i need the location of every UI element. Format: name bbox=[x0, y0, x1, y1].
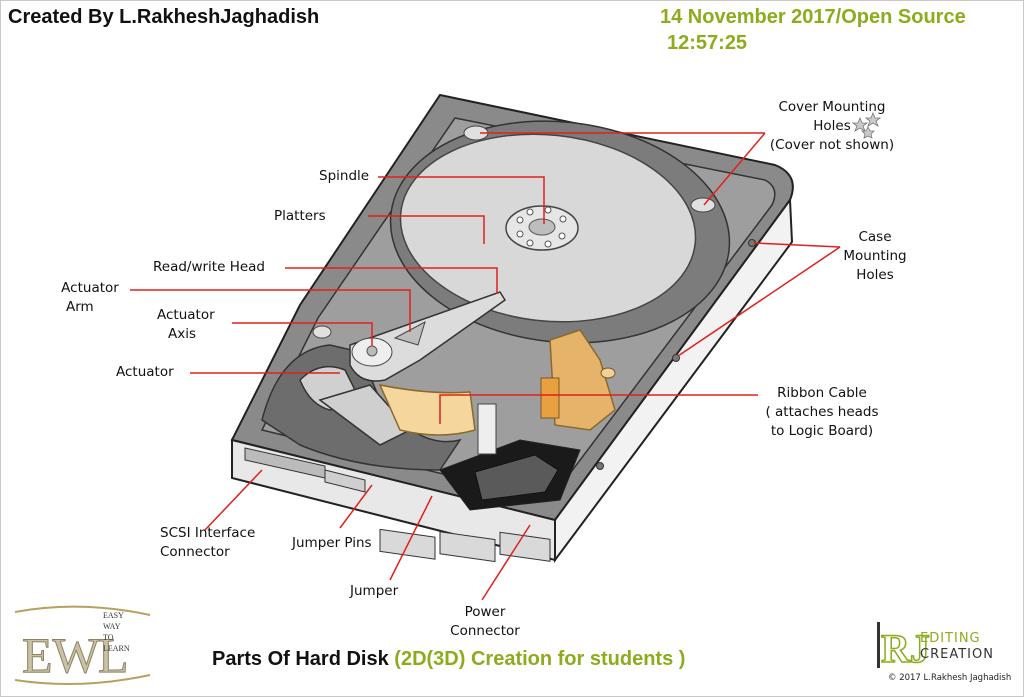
logic-board-chip bbox=[474, 454, 559, 501]
right-logo-line-2: CREATION bbox=[920, 647, 994, 662]
spindle-screws bbox=[516, 206, 567, 248]
label-actuator-axis: Actuator Axis bbox=[157, 306, 215, 344]
label-cover-mounting-holes-line-1: Cover Mounting bbox=[778, 99, 886, 115]
time-header: 12:57:25 bbox=[667, 32, 748, 54]
label-case-mounting-holes: Case Mounting Holes bbox=[840, 228, 910, 285]
label-actuator-arm: Actuator Arm bbox=[54, 279, 126, 317]
label-ribbon-cable-line-3: to Logic Board) bbox=[770, 423, 874, 439]
actuator-pivot-center bbox=[366, 345, 378, 357]
star-icons bbox=[851, 111, 882, 139]
cover-mount-hole-3 bbox=[312, 325, 332, 339]
copyright-text: © 2017 L.Rakhesh Jaghadish bbox=[888, 673, 1012, 683]
label-actuator-axis-line-2: Axis bbox=[168, 326, 197, 342]
date-source-header: 14 November 2017/Open Source bbox=[660, 6, 966, 28]
created-by-header: Created By L.RakheshJaghadish bbox=[8, 6, 320, 28]
jumper-pins-slot bbox=[324, 469, 366, 493]
label-cover-mounting-holes-line-3: (Cover not shown) bbox=[769, 137, 895, 153]
footer-title: Parts Of Hard Disk (2D(3D) Creation for … bbox=[212, 648, 685, 671]
left-logo-line-4: LEARN bbox=[103, 644, 130, 653]
label-power-connector: Power Connector bbox=[440, 603, 530, 641]
svg-text:L: L bbox=[98, 627, 129, 683]
left-logo-icon: EW L bbox=[14, 605, 151, 685]
left-logo-line-3: TO bbox=[103, 633, 114, 642]
left-logo-line-2: WAY bbox=[103, 622, 121, 631]
label-scsi-interface-line-2: Connector bbox=[160, 544, 230, 560]
label-scsi-interface: SCSI Interface Connector bbox=[160, 524, 255, 562]
label-jumper-pins: Jumper Pins bbox=[292, 535, 372, 551]
label-scsi-interface-line-1: SCSI Interface bbox=[160, 525, 256, 541]
cover-mount-hole-2 bbox=[690, 197, 716, 213]
case-mount-hole-3 bbox=[596, 462, 604, 470]
label-actuator-arm-line-1: Actuator bbox=[61, 280, 119, 296]
case-mount-hole-2 bbox=[672, 354, 680, 362]
label-spindle: Spindle bbox=[319, 168, 370, 184]
left-logo-line-1: EASY bbox=[103, 611, 124, 620]
label-power-connector-line-1: Power bbox=[464, 604, 506, 620]
label-cover-mounting-holes-line-2: Holes bbox=[813, 118, 851, 134]
ribbon-bracket-post bbox=[600, 367, 616, 379]
label-case-mounting-holes-line-3: Holes bbox=[856, 267, 894, 283]
leader-lines bbox=[130, 132, 841, 601]
left-logo-text: EASY WAY TO LEARN bbox=[103, 610, 130, 654]
label-ribbon-cable: Ribbon Cable ( attaches heads to Logic B… bbox=[752, 384, 892, 441]
label-jumper: Jumper bbox=[350, 583, 399, 599]
jumper-block-2 bbox=[439, 531, 496, 563]
case-right-face bbox=[554, 197, 794, 564]
label-ribbon-cable-line-1: Ribbon Cable bbox=[777, 385, 867, 401]
footer-title-main: Parts Of Hard Disk bbox=[212, 648, 389, 670]
svg-text:RJ: RJ bbox=[881, 626, 930, 671]
svg-text:EW: EW bbox=[22, 627, 101, 683]
right-logo-text: EDITING CREATION bbox=[920, 631, 994, 663]
label-power-connector-line-2: Connector bbox=[450, 623, 520, 639]
ribbon-bracket bbox=[549, 329, 616, 431]
power-connector-slot bbox=[499, 531, 551, 562]
label-ribbon-cable-line-2: ( attaches heads bbox=[765, 404, 879, 420]
label-actuator-axis-line-1: Actuator bbox=[157, 307, 215, 323]
label-case-mounting-holes-line-1: Case bbox=[858, 229, 892, 245]
spindle-center bbox=[528, 218, 556, 236]
label-cover-mounting-holes: Cover Mounting Holes (Cover not shown) bbox=[762, 98, 902, 155]
footer-title-subtitle: (2D(3D) Creation for students ) bbox=[394, 648, 686, 670]
label-read-write-head: Read/write Head bbox=[153, 259, 266, 275]
label-actuator: Actuator bbox=[116, 364, 174, 380]
label-platters: Platters bbox=[274, 208, 326, 224]
right-logo-line-1: EDITING bbox=[920, 631, 981, 646]
ribbon-cable bbox=[378, 383, 476, 436]
right-logo-icon: RJ bbox=[877, 622, 931, 672]
label-actuator-arm-line-2: Arm bbox=[66, 299, 94, 315]
label-case-mounting-holes-line-2: Mounting bbox=[843, 248, 907, 264]
ribbon-connector bbox=[540, 377, 560, 419]
latch-post bbox=[477, 403, 497, 455]
